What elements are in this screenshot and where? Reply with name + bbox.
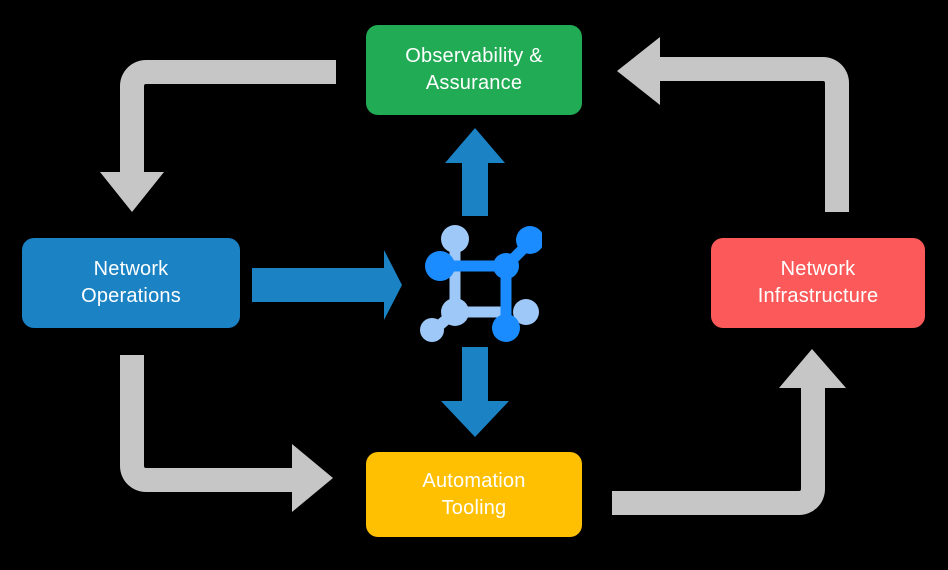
network-topology-icon [420, 225, 542, 342]
arrow-operations-to-automation [120, 355, 333, 512]
arrow-observability-to-operations [100, 60, 336, 212]
arrow-hub-to-observability [445, 128, 505, 216]
node-box-network-operations[interactable]: Network Operations [22, 238, 240, 328]
arrow-hub-to-automation [441, 347, 509, 437]
arrow-operations-to-hub [252, 250, 402, 320]
arrow-infrastructure-to-observability [617, 37, 849, 212]
node-box-network-infrastructure[interactable]: Network Infrastructure [711, 238, 925, 328]
arrow-automation-to-infrastructure [612, 349, 846, 515]
topology-primary-nodes [425, 226, 542, 342]
topology-secondary-nodes [420, 225, 539, 342]
node-box-automation-tooling[interactable]: Automation Tooling [366, 452, 582, 537]
node-box-observability[interactable]: Observability & Assurance [366, 25, 582, 115]
